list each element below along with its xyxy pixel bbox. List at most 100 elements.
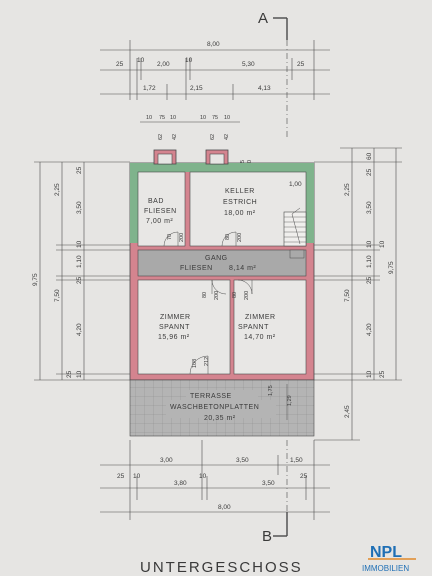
dim-left-a2: 3,50	[76, 201, 83, 214]
dim-right-a11: 25	[379, 370, 386, 378]
door-label-5: 200	[214, 291, 220, 300]
logo-text: IMMOBILIEN	[362, 564, 409, 573]
zimmer1-area: 15,96 m²	[158, 334, 190, 341]
door-label-1: 200	[179, 233, 185, 242]
dim-left-a1: 25	[76, 166, 83, 174]
door-label-8: 108	[192, 359, 198, 368]
left-dimensions: 9,75 2,25 25 3,50 10 1,10 25 7,50 4,20 1…	[32, 161, 130, 381]
dim-right-a7: 7,50	[344, 289, 351, 302]
dim-ch-5: 10	[224, 115, 230, 121]
keller-area: 18,00 m²	[224, 210, 256, 217]
terrace-label-0: 1,75	[268, 385, 274, 396]
dim-top-r3-2: 4,13	[258, 85, 271, 92]
dim-left-a3: 10	[76, 240, 83, 248]
keller-name: KELLER	[225, 188, 255, 195]
dim-ch-3: 10	[200, 115, 206, 121]
zimmer2-area: 14,70 m²	[244, 334, 276, 341]
section-mark-b: B	[262, 528, 272, 545]
dim-left-a4: 1,10	[76, 255, 83, 268]
gang-floor: FLIESEN	[180, 265, 213, 272]
door-swings	[163, 231, 253, 375]
dim-left-a5: 25	[76, 276, 83, 284]
dim-chh-2: 62	[210, 134, 216, 140]
dim-right-a6: 10	[379, 240, 386, 248]
bad-area: 7,00 m²	[146, 218, 173, 225]
dim-left-a8: 10	[76, 370, 83, 378]
dim-bot-r2-1: 10	[133, 473, 141, 480]
dim-right-a8: 25	[366, 276, 373, 284]
dim-left-a9: 25	[66, 370, 73, 378]
dim-bot-total: 8,00	[218, 504, 231, 511]
dim-right-a9: 4,20	[366, 323, 373, 336]
dim-chh-3: 42	[224, 134, 230, 140]
dim-bot-r1-1: 3,50	[236, 457, 249, 464]
dim-chh-0: 62	[158, 134, 164, 140]
dim-top-r2-0: 25	[116, 61, 124, 68]
chimney-dimensions: 10 75 10 10 75 10 62 42 62 42 45 10	[140, 115, 253, 166]
dim-bot-r2-2: 3,80	[174, 480, 187, 487]
dim-right-total: 9,75	[388, 261, 395, 274]
gang-name: GANG	[205, 255, 228, 262]
dim-top-r2-5: 25	[297, 61, 305, 68]
bad-floor: FLIESEN	[144, 208, 177, 215]
logo-mark: NPL	[370, 544, 402, 561]
right-dimensions: 2,25 60 3,50 25 10 1,10 10 7,50 25 4,20 …	[314, 147, 402, 441]
dim-right-a4: 10	[366, 240, 373, 248]
dim-top-total: 8,00	[207, 41, 220, 48]
dim-top-r2-3: 10	[185, 57, 193, 64]
terrasse-name: TERRASSE	[190, 393, 232, 400]
bad-name: BAD	[148, 198, 164, 205]
section-mark-a: A	[258, 10, 268, 27]
company-logo: NPL IMMOBILIEN	[362, 544, 416, 573]
zimmer2-name: ZIMMER	[245, 314, 276, 321]
room-bad	[137, 171, 186, 247]
dim-top-r3-1: 2,15	[190, 85, 203, 92]
zimmer2-floor: SPANNT	[238, 324, 269, 331]
dim-top-r2-1: 10	[137, 57, 145, 64]
dim-ch-2: 10	[170, 115, 176, 121]
terrasse-floor: WASCHBETONPLATTEN	[170, 404, 259, 411]
door-label-6: 80	[232, 292, 238, 298]
top-dimensions: 8,00 25 10 2,00 10 5,30 25 1,72 2,15 4,1…	[100, 40, 330, 100]
dim-bot-r2-3: 10	[199, 473, 207, 480]
dim-bot-r1-2: 1,50	[290, 457, 303, 464]
dim-left-a6: 7,50	[54, 289, 61, 302]
stair-dim: 1,00	[289, 181, 302, 188]
dim-top-r3-0: 1,72	[143, 85, 156, 92]
dim-ch-4: 75	[212, 115, 218, 121]
door-label-3: 200	[237, 233, 243, 242]
dim-ch-0: 10	[146, 115, 152, 121]
terrasse-area: 20,35 m²	[204, 415, 236, 422]
dim-right-a1: 60	[366, 152, 373, 160]
dim-chh-1: 42	[172, 134, 178, 140]
keller-floor: ESTRICH	[223, 199, 257, 206]
zimmer1-name: ZIMMER	[160, 314, 191, 321]
zimmer1-floor: SPANNT	[159, 324, 190, 331]
gang-area: 8,14 m²	[229, 265, 256, 272]
dim-left-a7: 4,20	[76, 323, 83, 336]
dim-right-a2: 3,50	[366, 201, 373, 214]
dim-bot-r2-4: 3,50	[262, 480, 275, 487]
terrace-label-1: 1,29	[287, 395, 293, 406]
building: 70 200 80 200 80 200 80 200 108 212 1,00…	[129, 149, 315, 381]
dim-right-a0: 2,25	[344, 183, 351, 196]
bottom-dimensions: 3,00 3,50 1,50 25 10 3,80 10 3,50 25 8,0…	[100, 440, 330, 520]
dim-right-a10: 10	[366, 370, 373, 378]
dim-bot-r2-0: 25	[117, 473, 125, 480]
room-gang	[137, 249, 307, 277]
staircase	[283, 207, 307, 259]
dim-bot-r2-5: 25	[300, 473, 308, 480]
door-label-2: 80	[225, 234, 231, 240]
dim-ch-1: 75	[159, 115, 165, 121]
door-label-4: 80	[202, 292, 208, 298]
dim-top-r2-2: 2,00	[157, 61, 170, 68]
room-zimmer-2	[233, 279, 307, 375]
page-title: UNTERGESCHOSS	[140, 559, 303, 576]
door-label-0: 70	[167, 234, 173, 240]
dim-bot-r1-0: 3,00	[160, 457, 173, 464]
dim-right-a5: 1,10	[366, 255, 373, 268]
dim-left-a0: 2,25	[54, 183, 61, 196]
dim-right-a3: 25	[366, 168, 373, 176]
room-zimmer-1	[137, 279, 231, 375]
